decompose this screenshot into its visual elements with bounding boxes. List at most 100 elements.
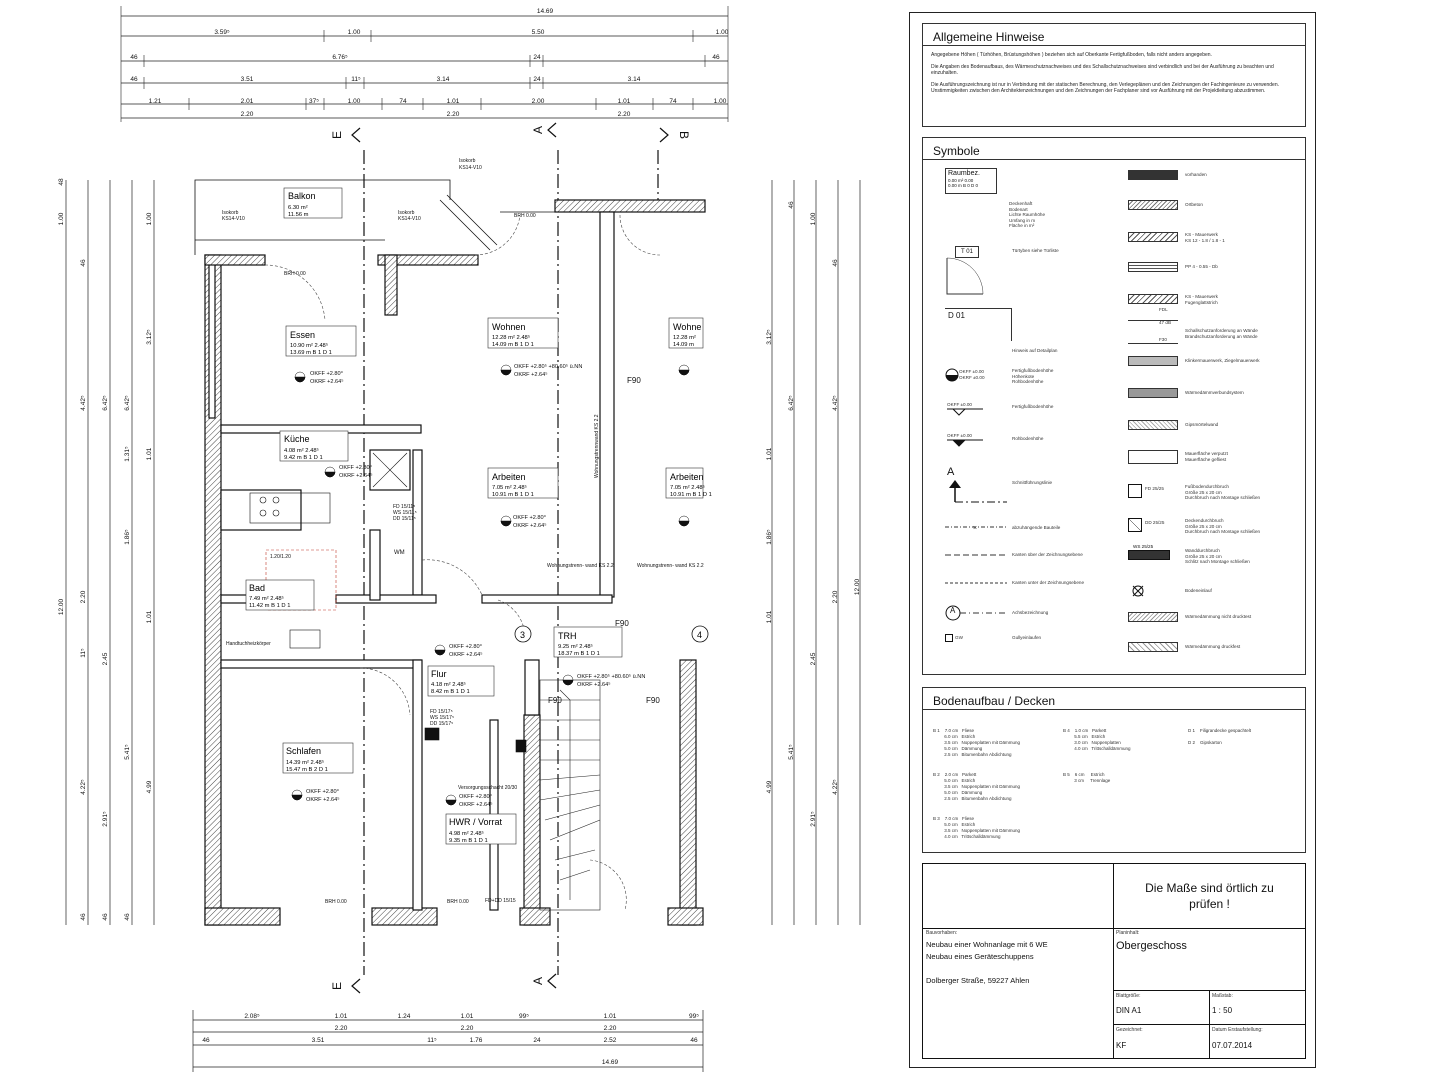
- fire-rating-label: F90: [548, 696, 562, 705]
- room-perimeter: 11.42 m B 1 D 1: [249, 603, 290, 609]
- room-name: Bad: [249, 583, 265, 593]
- dim-text: 4.99: [766, 780, 773, 793]
- plan-content-label: Planinhalt:: [1116, 930, 1140, 936]
- tb-divider: [923, 928, 1305, 929]
- shaft2: [515, 739, 527, 753]
- room-name: Essen: [290, 330, 315, 340]
- dim-text: 6.76⁵: [332, 54, 348, 61]
- axis-label: 4: [697, 630, 702, 640]
- drawn-by: KF: [1116, 1041, 1127, 1050]
- room-perimeter: 10.91 m B 1 D 1: [670, 492, 712, 498]
- room-area: 12.28 m²: [673, 335, 696, 341]
- dim-text: 46: [690, 1037, 698, 1044]
- room-area: 14.39 m² 2.48⁵: [286, 759, 325, 766]
- level-text: Fertigfußbodenhöhe Höhenkote Rohbodenhöh…: [1012, 368, 1054, 384]
- room-area: 6.30 m²: [288, 205, 308, 211]
- section-symbol-label: A: [947, 466, 955, 478]
- dim-text: 2.52: [604, 1037, 617, 1044]
- date-label: Datum Erstaufstellung:: [1212, 1027, 1263, 1033]
- opening-label: FD 15/17⁵: [430, 709, 453, 715]
- dim-text: 1.01: [335, 1013, 348, 1020]
- dim-text: 2.20: [832, 590, 839, 603]
- suspended-line-icon: ×: [945, 525, 1007, 531]
- material-code: F30: [1159, 337, 1167, 342]
- opening-label: DD 15/17⁵: [430, 721, 453, 727]
- room-name: HWR / Vorrat: [449, 817, 503, 827]
- bottom-dimension-texts: 2.08⁵ 1.01 1.24 1.01 99⁵ 1.01 99⁵ 2.20 2…: [202, 1013, 699, 1066]
- dim-text: 37⁵: [309, 98, 319, 105]
- dim-text: 1.00: [810, 212, 817, 225]
- okrf-label: OKRF +2.64⁵: [310, 378, 344, 385]
- dim-text: 6.42⁵: [788, 395, 795, 411]
- wall-bottom-3: [519, 907, 551, 926]
- dim-text: 1.00: [714, 98, 727, 105]
- stair: [539, 679, 601, 911]
- edge-above-text: Kanten über der Zeichnungsebene: [1012, 552, 1083, 557]
- shaft: [424, 727, 440, 741]
- room-label-bad: Bad 7.49 m² 2.48⁵ 11.42 m B 1 D 1: [245, 579, 315, 611]
- dim-text: 2.01: [241, 98, 254, 105]
- dim-text: 12.00: [58, 598, 65, 615]
- dim-text: 1.00: [348, 29, 361, 36]
- material-text: KS - Mauerwerk Fugenglattstrich: [1185, 294, 1218, 305]
- dim-text: 2.91⁵: [810, 811, 817, 827]
- wall-type-text: Wohnungstrenn- wand KS 2.2: [547, 563, 614, 569]
- ff-text: Fertigfußbodenhöhe: [1012, 404, 1054, 409]
- room-area: 10.90 m² 2.48⁵: [290, 342, 329, 349]
- material-text: Ortbeton: [1185, 202, 1203, 207]
- dim-text: 3.12⁵: [766, 329, 773, 345]
- material-text: Bodeneinlauf: [1185, 588, 1212, 593]
- okff-label: OKFF +2.80⁰: [306, 788, 340, 795]
- floor-layer-b4: B 4 1.0 cm Parkett 5.5 cm Estrich 3.0 cm…: [1063, 728, 1131, 751]
- dim-text: 46: [130, 54, 138, 61]
- material-text: Fußbodendurchbruch Größe 25 x 20 cm Durc…: [1185, 484, 1261, 500]
- room-area: 9.25 m² 2.48⁵: [558, 643, 594, 650]
- plan-content: Obergeschoss: [1116, 940, 1187, 952]
- axis-icon: [945, 605, 1007, 621]
- dim-text: 1.00: [348, 98, 361, 105]
- dim-text: 74: [399, 98, 407, 105]
- material-text: Schallschutzanforderung an Wände Brandsc…: [1185, 328, 1258, 339]
- okff-label: OKFF +2.80⁰: [513, 514, 547, 521]
- material-brick-swatch: [1128, 356, 1178, 366]
- room-name: Arbeiten: [492, 472, 526, 482]
- detail-ref-text: Hinweis auf Detailplan: [1012, 348, 1058, 353]
- dim-text: 1.01: [604, 1013, 617, 1020]
- room-tag-key: Umfang in m: [1009, 217, 1036, 223]
- dim-text: 1.01: [766, 610, 773, 623]
- room-area: 7.49 m² 2.48⁵: [249, 595, 285, 602]
- section-arrows: [351, 122, 669, 994]
- general-notes-title: Allgemeine Hinweise: [923, 24, 1305, 46]
- dim-text: 99⁵: [519, 1013, 529, 1020]
- top-dimension-texts: 14.69 3.59⁵ 1.00 5.50 1.00 46 6.76⁵ 24 4…: [130, 8, 728, 118]
- material-text: Deckendurchbruch Größe 25 x 20 cm Durchb…: [1185, 518, 1261, 534]
- axis-label: 3: [520, 630, 525, 640]
- opening-label: FD 15/11⁵: [393, 504, 415, 510]
- dim-text: 48: [58, 178, 65, 186]
- section-markers: E A B E A: [330, 126, 691, 990]
- room-perimeter: 14.09 m: [673, 342, 694, 348]
- ff-symbol: OKFF ±0.00: [947, 402, 972, 407]
- top-dimension-lines: [120, 6, 729, 122]
- material-text: Wärmedämmung druckfest: [1185, 644, 1241, 649]
- dim-text: 2.08⁵: [244, 1013, 260, 1020]
- dim-text: 3.14: [437, 76, 450, 83]
- floor-drain-icon: [1132, 585, 1144, 597]
- dim-text: 3.14: [628, 76, 641, 83]
- floor-layer-b3: B 3 7.0 cm Fliese 5.0 cm Estrich 3.5 cm …: [933, 816, 1021, 839]
- dim-text: 3.12⁵: [146, 329, 153, 345]
- dim-text: 2.91⁵: [102, 811, 109, 827]
- dim-text: 46: [788, 201, 795, 209]
- room-area: 7.05 m² 2.48⁵: [670, 484, 706, 491]
- wall-type-label: Wohnungstrenn- wand KS 2.2: [637, 563, 704, 569]
- dim-text: 46: [130, 76, 138, 83]
- opening-label: FD+DD 15/15: [485, 898, 516, 904]
- door-type-text: Türtyben siehe Türliste: [1012, 248, 1059, 253]
- room-name: Schlafen: [286, 746, 321, 756]
- material-code: DD 25/25: [1145, 520, 1165, 525]
- room-name: Küche: [284, 434, 310, 444]
- room-tag-key: Deckenhaft: [1009, 201, 1033, 206]
- project-line-1: Neubau einer Wohnanlage mit 6 WE: [926, 940, 1048, 949]
- material-plaster-swatch: [1128, 450, 1178, 464]
- room-label-wohnen-2: Wohne 12.28 m² 14.09 m: [668, 317, 704, 349]
